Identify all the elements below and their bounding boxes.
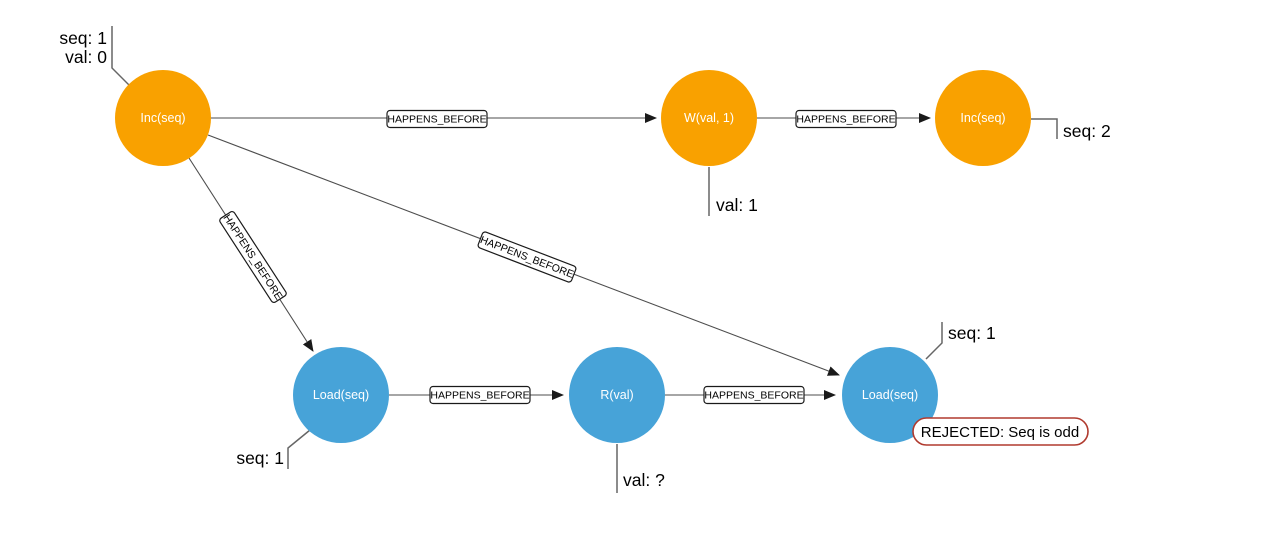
edge-label-box — [477, 231, 577, 283]
node-label: Load(seq) — [313, 388, 369, 402]
edge-label-box — [386, 109, 488, 129]
node-circle — [935, 70, 1031, 166]
node-label: Inc(seq) — [140, 111, 185, 125]
node-inc-seq-2[interactable]: Inc(seq) — [935, 70, 1031, 166]
edge-label-box — [429, 385, 531, 405]
node-inc-seq-1[interactable]: Inc(seq) — [115, 70, 211, 166]
rejected-badge-box — [912, 417, 1089, 446]
node-w-val-1[interactable]: W(val, 1) — [661, 70, 757, 166]
node-load-seq-2[interactable]: Load(seq) — [842, 347, 938, 443]
callout-line-initial-state — [111, 26, 130, 86]
annotation-load-seq-1-result: seq: 1 — [236, 448, 284, 468]
callout-line-inc-seq-2-result — [1031, 118, 1058, 139]
node-label: W(val, 1) — [684, 111, 734, 125]
node-circle — [115, 70, 211, 166]
node-label: Inc(seq) — [960, 111, 1005, 125]
edge-label-load1-r[interactable]: HAPPENS_BEFORE — [429, 385, 531, 405]
edge-label-text: HAPPENS_BEFORE — [387, 114, 486, 126]
node-r-val[interactable]: R(val) — [569, 347, 665, 443]
rejected-status-badge: REJECTED: Seq is odd — [912, 417, 1089, 446]
edge-label-box — [703, 385, 805, 405]
node-circle — [293, 347, 389, 443]
node-load-seq-1[interactable]: Load(seq) — [293, 347, 389, 443]
edge-label-box — [795, 109, 897, 129]
edge-label-text: HAPPENS_BEFORE — [430, 390, 529, 402]
rejected-badge-text: REJECTED: Seq is odd — [921, 424, 1079, 441]
edge-label-text: HAPPENS_BEFORE — [478, 234, 575, 281]
annotation-r-val-result: val: ? — [623, 470, 665, 490]
annotation-load-seq-2-result: seq: 1 — [948, 323, 996, 343]
node-label: R(val) — [600, 388, 633, 402]
annotation-inc-seq-2-result: seq: 2 — [1063, 121, 1111, 141]
node-circle — [842, 347, 938, 443]
callout-line-load-seq-1-result — [287, 429, 311, 469]
edge-label-inc1-load1[interactable]: HAPPENS_BEFORE — [219, 210, 288, 304]
edge-label-text: HAPPENS_BEFORE — [221, 212, 285, 302]
edge-label-text: HAPPENS_BEFORE — [704, 390, 803, 402]
node-circle — [569, 347, 665, 443]
node-circle — [661, 70, 757, 166]
node-label: Load(seq) — [862, 388, 918, 402]
callout-line-load-seq-2-result — [925, 322, 943, 360]
edge-label-inc1-w[interactable]: HAPPENS_BEFORE — [386, 109, 488, 129]
edge-label-inc1-load2[interactable]: HAPPENS_BEFORE — [477, 231, 577, 283]
edge-label-box — [219, 210, 287, 304]
edge-label-r-load2[interactable]: HAPPENS_BEFORE — [703, 385, 805, 405]
annotation-initial-val: val: 0 — [65, 47, 107, 67]
edge-label-w-inc2[interactable]: HAPPENS_BEFORE — [795, 109, 897, 129]
annotation-w-val-result: val: 1 — [716, 195, 758, 215]
annotation-initial-seq: seq: 1 — [59, 28, 107, 48]
edge-label-text: HAPPENS_BEFORE — [796, 114, 895, 126]
